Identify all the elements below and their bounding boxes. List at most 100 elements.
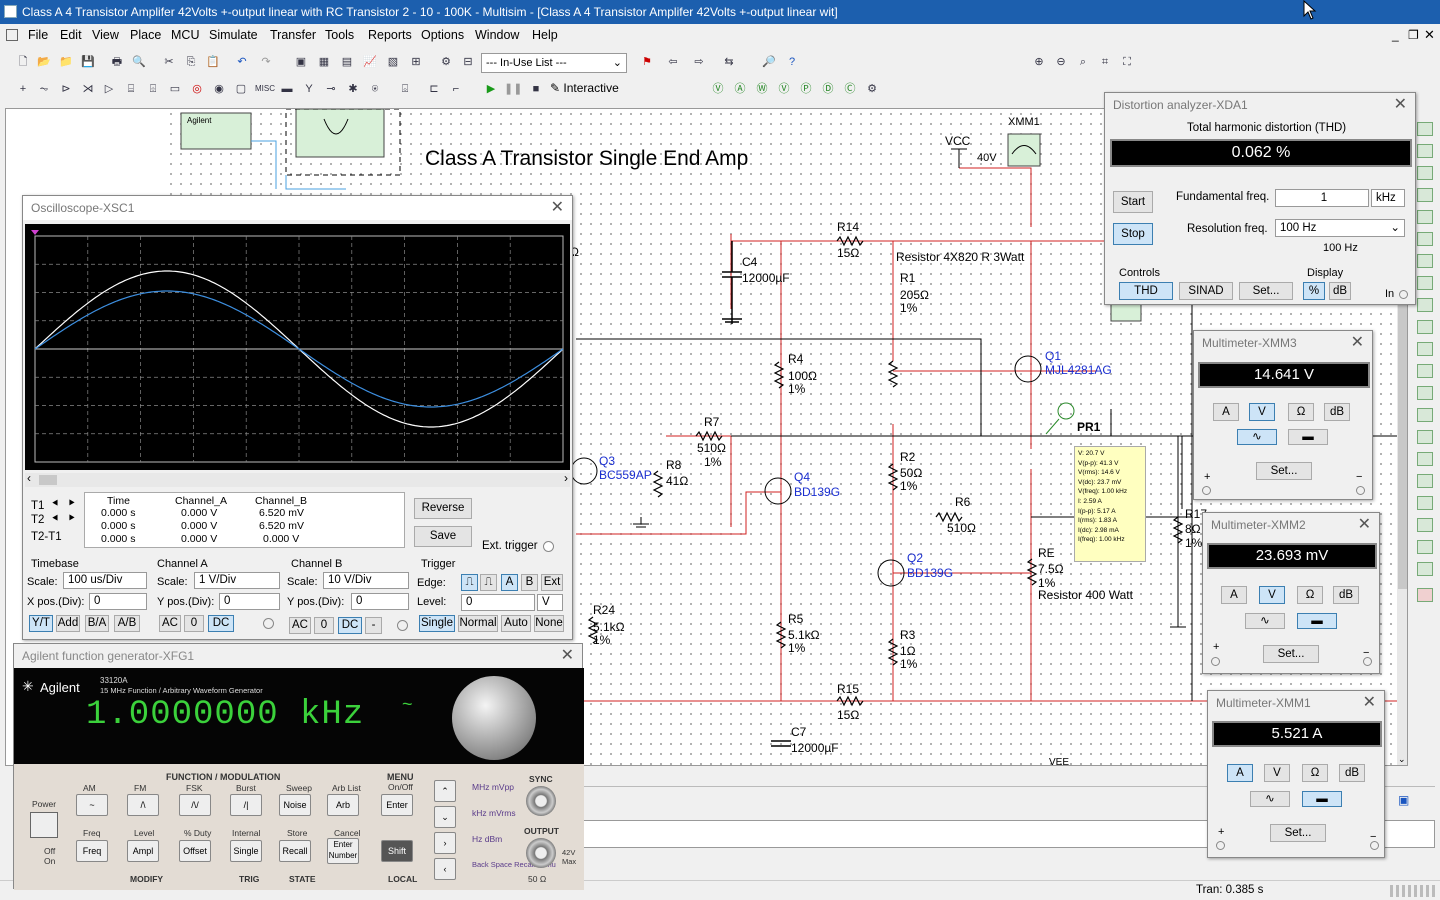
menu-simulate[interactable]: Simulate [209, 28, 258, 42]
scope-horizontal-scrollbar[interactable]: ‹ › [25, 471, 570, 487]
close-icon[interactable]: ✕ [1350, 334, 1364, 351]
open-sample-icon[interactable]: 📁 [59, 56, 73, 68]
postprocessor-icon[interactable]: ▧ [387, 56, 399, 68]
trigger-normal-button[interactable]: Normal [458, 615, 498, 632]
scroll-left-icon[interactable]: ‹ [27, 471, 31, 485]
probe-digital-icon[interactable]: Ⓓ [822, 83, 834, 95]
channel-b-zero-button[interactable]: 0 [314, 617, 334, 634]
four-channel-scope-tool-icon[interactable] [1417, 210, 1433, 224]
agilent-multimeter-tool-icon[interactable] [1417, 452, 1433, 466]
hierarchy-icon[interactable]: ⊟ [463, 56, 473, 68]
menu-mcu[interactable]: MCU [171, 28, 200, 42]
channel-b-terminal[interactable] [397, 620, 408, 631]
stop-icon[interactable]: ■ [532, 83, 540, 95]
probe-voltage-icon[interactable]: Ⓥ [712, 83, 724, 95]
oscilloscope-tool-icon[interactable] [1417, 188, 1433, 202]
close-icon[interactable]: ✕ [1393, 96, 1407, 113]
probe-settings-icon[interactable]: ⚙ [867, 83, 877, 95]
menu-edit[interactable]: Edit [60, 28, 82, 42]
print-preview-icon[interactable]: 🔍 [132, 56, 146, 68]
trigger-auto-button[interactable]: Auto [501, 615, 531, 632]
misc-digital-icon[interactable]: ▭ [169, 83, 181, 95]
doc-icon[interactable] [6, 29, 18, 41]
logic-analyzer-tool-icon[interactable] [1417, 320, 1433, 334]
hierarchical-block-icon[interactable]: ⊏ [429, 83, 439, 95]
trigger-source-a-button[interactable]: A [501, 574, 518, 591]
xmm2-volt-button[interactable]: V [1259, 586, 1285, 604]
indicator-icon[interactable]: ◉ [214, 83, 224, 95]
save-button[interactable]: Save [414, 526, 472, 547]
close-icon[interactable]: ✕ [550, 199, 564, 216]
thd-mode-button[interactable]: THD [1119, 282, 1173, 300]
menu-file[interactable]: File [28, 28, 49, 42]
close-icon[interactable]: ✕ [1362, 694, 1376, 711]
t1-left-arrow-icon[interactable]: ⯇ [51, 498, 60, 510]
breadboard-icon[interactable]: ⊞ [411, 56, 421, 68]
mcu-icon[interactable]: ⌺ [401, 83, 409, 95]
funcgen-knob[interactable] [452, 676, 536, 760]
xmm2-plus-terminal[interactable] [1211, 657, 1220, 666]
channel-a-dc-button[interactable]: DC [208, 615, 234, 632]
sync-connector[interactable] [526, 786, 556, 816]
enter-number-key[interactable]: Enter Number [327, 838, 359, 864]
channel-b-invert-button[interactable]: - [365, 617, 382, 634]
fullscreen-icon[interactable]: ⛶ [1123, 56, 1131, 68]
measurement-probe-tool-icon[interactable] [1417, 518, 1433, 532]
trigger-level-unit[interactable]: V [537, 594, 563, 611]
save-icon[interactable]: 💾 [81, 56, 95, 68]
menu-reports[interactable]: Reports [368, 28, 412, 42]
multimeter-tool-icon[interactable] [1417, 122, 1433, 136]
xmm3-ohm-button[interactable]: Ω [1288, 403, 1314, 421]
electromechanical-icon[interactable]: ⊸ [326, 83, 336, 95]
t1-right-arrow-icon[interactable]: ⯈ [67, 498, 76, 510]
back-annotate-icon[interactable]: ⇦ [668, 56, 678, 68]
xmm2-set-button[interactable]: Set... [1263, 645, 1319, 663]
mdi-close-icon[interactable]: ✕ [1424, 27, 1435, 42]
zoom-area-icon[interactable]: ⌕ [1079, 56, 1087, 68]
mdi-minimize-icon[interactable]: _ [1392, 28, 1399, 42]
right-arrow-icon[interactable]: › [434, 832, 456, 854]
pause-icon[interactable]: ❚❚ [504, 83, 523, 95]
xmm2-dc-line-icon[interactable]: ▬ [1297, 613, 1337, 629]
transistor-icon[interactable]: ⋊ [82, 83, 94, 95]
oscilloscope-screen[interactable] [25, 224, 570, 470]
xmm2-ohm-button[interactable]: Ω [1297, 586, 1323, 604]
open-icon[interactable]: 📂 [37, 56, 51, 68]
wattmeter-tool-icon[interactable] [1417, 166, 1433, 180]
zoom-in-icon[interactable]: ⊕ [1034, 56, 1044, 68]
ni-elvis-tool-icon[interactable] [1417, 562, 1433, 576]
channel-b-scale-field[interactable]: 10 V/Div [323, 572, 409, 589]
close-icon[interactable]: ✕ [560, 647, 574, 664]
component-wizard-icon[interactable]: ⚙ [441, 56, 451, 68]
t2-right-arrow-icon[interactable]: ⯈ [67, 513, 76, 525]
trigger-level-field[interactable]: 0 [461, 594, 535, 611]
channel-a-ypos-field[interactable]: 0 [219, 593, 280, 610]
output-connector[interactable] [526, 838, 556, 868]
input-terminal[interactable] [1399, 290, 1408, 299]
redo-icon[interactable]: ↷ [261, 56, 271, 68]
offset-key[interactable]: Offset [179, 840, 211, 862]
probe-power-icon[interactable]: Ⓦ [756, 83, 768, 95]
ramp-key[interactable]: /| [230, 794, 262, 816]
function-generator-tool-icon[interactable] [1417, 144, 1433, 158]
xmm3-db-button[interactable]: dB [1324, 403, 1350, 421]
power-switch[interactable] [30, 812, 58, 838]
cut-icon[interactable]: ✂ [164, 56, 174, 68]
ni-component-icon[interactable]: ✱ [348, 83, 358, 95]
xmm1-dc-line-icon[interactable]: ▬ [1302, 791, 1342, 807]
spectrum-analyzer-tool-icon[interactable] [1417, 386, 1433, 400]
trigger-source-b-button[interactable]: B [521, 574, 538, 591]
up-arrow-icon[interactable]: ⌃ [434, 780, 456, 802]
mode-yt-button[interactable]: Y/T [29, 615, 53, 632]
forward-annotate-icon[interactable]: ⇨ [694, 56, 704, 68]
xpos-field[interactable]: 0 [89, 593, 147, 610]
probe-diff-icon[interactable]: Ⓥ [778, 83, 790, 95]
misc-icon[interactable]: MISC [255, 84, 275, 93]
in-use-list-select[interactable]: --- In-Use List ---⌄ [481, 53, 627, 73]
grapher-icon[interactable]: 📈 [363, 56, 377, 68]
menu-transfer[interactable]: Transfer [270, 28, 317, 42]
channel-a-scale-field[interactable]: 1 V/Div [194, 572, 280, 589]
database-icon[interactable]: ▤ [341, 56, 353, 68]
spreadsheet-icon[interactable]: ▦ [318, 56, 330, 68]
agilent-generator-tool-icon[interactable] [1417, 430, 1433, 444]
